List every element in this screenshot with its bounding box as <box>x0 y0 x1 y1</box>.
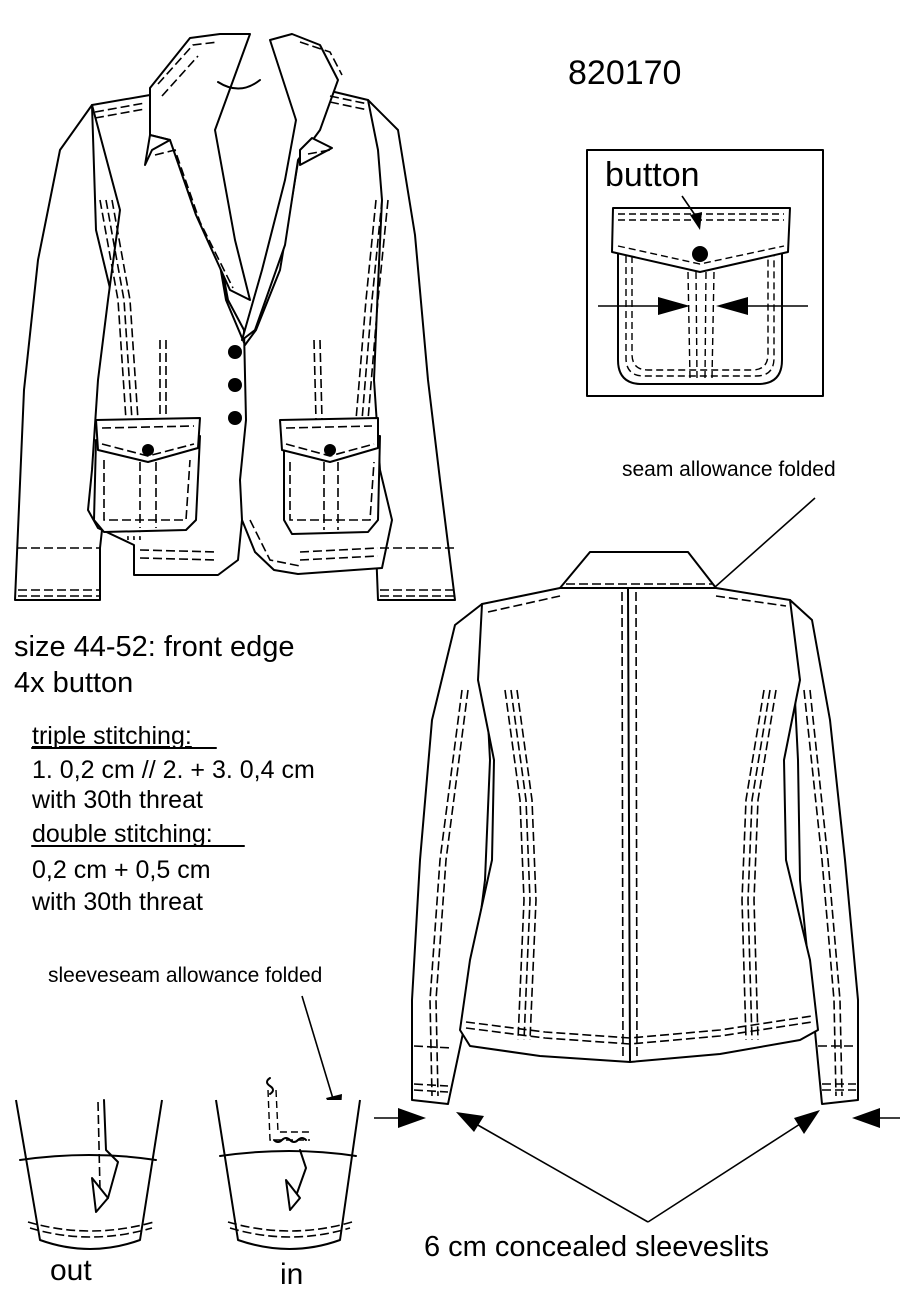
double-stitching-title: double stitching: <box>32 820 213 848</box>
style-number: 820170 <box>568 54 681 92</box>
double-stitching-line1: 0,2 cm + 0,5 cm <box>32 856 211 884</box>
size-note-line2: 4x button <box>14 667 133 699</box>
triple-stitching-title: triple stitching: <box>32 722 192 750</box>
sleeveseam-label: sleeveseam allowance folded <box>48 964 322 987</box>
button-label: button <box>605 156 700 194</box>
double-stitching-line2: with 30th threat <box>31 888 203 916</box>
triple-stitching-line2: with 30th threat <box>31 786 203 814</box>
jacket-back-icon <box>411 551 859 1105</box>
seam-allowance-label: seam allowance folded <box>622 458 836 481</box>
size-note-line1: size 44-52: front edge <box>14 631 295 663</box>
sleeveslits-label: 6 cm concealed sleeveslits <box>424 1231 769 1263</box>
pocket-detail-icon: button <box>586 149 824 397</box>
jacket-front-icon <box>14 33 456 601</box>
triple-stitching-line1: 1. 0,2 cm // 2. + 3. 0,4 cm <box>32 756 315 784</box>
cuff-out-label: out <box>50 1254 92 1287</box>
sleeve-cuff-out-icon <box>15 1099 163 1250</box>
sleeveslit-arrows <box>374 1108 900 1223</box>
sleeve-cuff-in-icon <box>215 1077 361 1250</box>
cuff-in-label: in <box>280 1258 303 1291</box>
